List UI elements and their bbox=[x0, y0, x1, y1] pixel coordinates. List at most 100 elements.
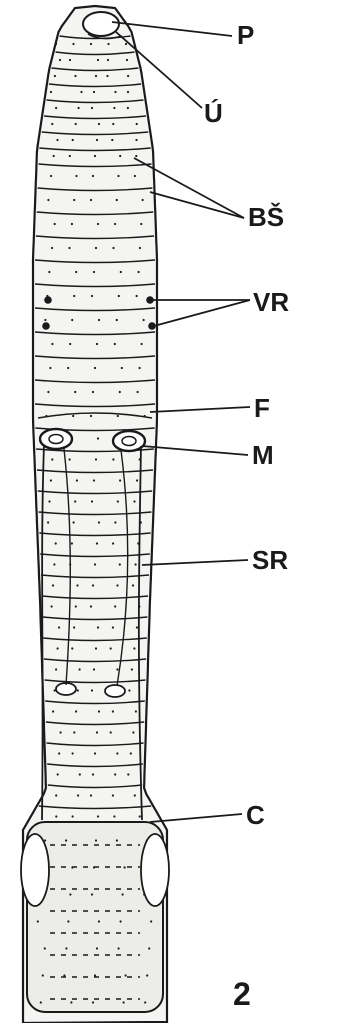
seta-dot bbox=[116, 752, 118, 754]
seta-dot bbox=[110, 647, 112, 649]
seta-dot bbox=[53, 155, 55, 157]
seta-dot bbox=[40, 1001, 42, 1003]
seta-dot bbox=[69, 893, 71, 895]
seta-dot bbox=[116, 839, 118, 841]
seta-dot bbox=[65, 947, 67, 949]
seta-dot bbox=[135, 563, 137, 565]
seta-dot bbox=[132, 584, 134, 586]
spermatheca-pore bbox=[44, 296, 52, 304]
seta-dot bbox=[57, 773, 59, 775]
seta-dot bbox=[58, 626, 60, 628]
seta-dot bbox=[56, 139, 58, 141]
leader-c bbox=[150, 814, 242, 822]
seta-dot bbox=[146, 974, 148, 976]
seta-dot bbox=[113, 815, 115, 817]
leader-vr-2 bbox=[154, 300, 250, 326]
seta-dot bbox=[119, 155, 121, 157]
label-c: C bbox=[246, 802, 265, 828]
seta-dot bbox=[112, 458, 114, 460]
seta-dot bbox=[119, 563, 121, 565]
seta-dot bbox=[136, 295, 138, 297]
seta-dot bbox=[136, 123, 138, 125]
seta-dot bbox=[135, 139, 137, 141]
seta-dot bbox=[51, 123, 53, 125]
seta-dot bbox=[119, 391, 121, 393]
seta-dot bbox=[80, 91, 82, 93]
seta-dot bbox=[90, 415, 92, 417]
seta-dot bbox=[95, 247, 97, 249]
seta-dot bbox=[107, 43, 109, 45]
clitellum-swelling-right bbox=[141, 834, 169, 906]
seta-dot bbox=[42, 974, 44, 976]
seta-dot bbox=[97, 437, 99, 439]
seta-dot bbox=[48, 500, 50, 502]
seta-dot bbox=[51, 605, 53, 607]
seta-dot bbox=[97, 59, 99, 61]
seta-dot bbox=[95, 458, 97, 460]
seta-dot bbox=[55, 794, 57, 796]
seta-dot bbox=[112, 626, 114, 628]
seta-dot bbox=[92, 584, 94, 586]
seta-dot bbox=[106, 75, 108, 77]
seta-dot bbox=[75, 271, 77, 273]
seta-dot bbox=[95, 839, 97, 841]
seta-dot bbox=[91, 500, 93, 502]
seta-dot bbox=[52, 584, 54, 586]
seta-dot bbox=[74, 500, 76, 502]
seta-dot bbox=[76, 479, 78, 481]
seta-dot bbox=[70, 1001, 72, 1003]
seta-dot bbox=[125, 43, 127, 45]
prostomium bbox=[83, 12, 119, 36]
seta-dot bbox=[96, 542, 98, 544]
seta-dot bbox=[98, 920, 100, 922]
seta-dot bbox=[75, 605, 77, 607]
seta-dot bbox=[50, 175, 52, 177]
seta-dot bbox=[55, 107, 57, 109]
spermatheca-pore bbox=[42, 322, 50, 330]
seta-dot bbox=[117, 500, 119, 502]
seta-dot bbox=[93, 271, 95, 273]
seta-dot bbox=[95, 75, 97, 77]
seta-dot bbox=[72, 415, 74, 417]
seta-dot bbox=[44, 947, 46, 949]
label-p: P bbox=[237, 22, 254, 48]
seta-dot bbox=[124, 866, 126, 868]
seta-dot bbox=[49, 367, 51, 369]
seta-dot bbox=[120, 271, 122, 273]
seta-dot bbox=[95, 647, 97, 649]
label-sr: SR bbox=[252, 547, 288, 573]
seta-dot bbox=[55, 43, 57, 45]
seta-dot bbox=[97, 626, 99, 628]
seta-dot bbox=[98, 521, 100, 523]
leader-f bbox=[150, 407, 250, 412]
seta-dot bbox=[136, 626, 138, 628]
seta-dot bbox=[116, 668, 118, 670]
label-m: M bbox=[252, 442, 274, 468]
seta-dot bbox=[114, 223, 116, 225]
seta-dot bbox=[91, 107, 93, 109]
label-bs: BŠ bbox=[248, 204, 284, 230]
seta-dot bbox=[133, 500, 135, 502]
seta-dot bbox=[107, 59, 109, 61]
worm-body bbox=[21, 6, 169, 1023]
seta-dot bbox=[73, 295, 75, 297]
seta-dot bbox=[68, 247, 70, 249]
seta-dot bbox=[72, 139, 74, 141]
seta-dot bbox=[77, 794, 79, 796]
seta-dot bbox=[139, 815, 141, 817]
seta-dot bbox=[134, 794, 136, 796]
seta-dot bbox=[73, 626, 75, 628]
seta-dot bbox=[98, 319, 100, 321]
seta-dot bbox=[116, 199, 118, 201]
seta-dot bbox=[67, 920, 69, 922]
seta-dot bbox=[125, 974, 127, 976]
seta-dot bbox=[116, 584, 118, 586]
seta-dot bbox=[72, 752, 74, 754]
seta-dot bbox=[114, 91, 116, 93]
seta-dot bbox=[119, 479, 121, 481]
seta-dot bbox=[111, 139, 113, 141]
label-vr: VR bbox=[253, 289, 289, 315]
seta-dot bbox=[90, 794, 92, 796]
seta-dot bbox=[127, 773, 129, 775]
seta-dot bbox=[47, 199, 49, 201]
